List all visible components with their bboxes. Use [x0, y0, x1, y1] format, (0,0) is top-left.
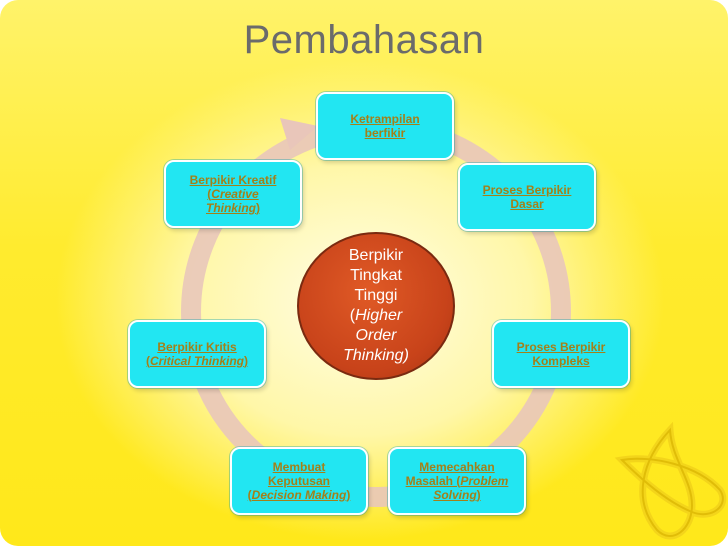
node-memecahkan-line3-close: ): [476, 488, 481, 502]
node-memecahkan-line2-italic: Problem: [460, 474, 509, 488]
node-memecahkan-line3-italic: Solving: [433, 488, 477, 502]
node-kreatif-line3: Thinking): [190, 201, 277, 215]
center-line4: (Higher: [343, 306, 409, 326]
ring-arrow-head: [280, 118, 318, 150]
node-kreatif-line1: Berpikir Kreatif: [189, 173, 277, 187]
node-memecahkan-masalah: Memecahkan Masalah (Problem Solving): [388, 447, 526, 515]
center-line1: Berpikir: [348, 247, 404, 264]
center-line6: Thinking): [343, 347, 409, 364]
node-kompleks-line1: Proses Berpikir: [516, 340, 606, 354]
node-dasar-line2: Dasar: [510, 197, 544, 211]
node-membuat-line1: Membuat: [272, 460, 326, 474]
node-kreatif-line2: (Creative: [190, 187, 277, 201]
center-circle-higher-order-thinking: Berpikir Tingkat Tinggi (Higher Order Th…: [297, 232, 455, 380]
node-membuat-line2: Keputusan: [267, 474, 330, 488]
node-kritis-line1: Berpikir Kritis: [157, 340, 237, 354]
node-membuat-line3: (Decision Making): [248, 488, 351, 502]
center-line2: Tingkat: [350, 267, 402, 284]
node-membuat-line3-close: ): [346, 488, 351, 502]
node-kompleks-line2: Kompleks: [532, 354, 590, 368]
node-kritis-line2-close: ): [244, 354, 248, 368]
node-ketrampilan-berfikir: Ketrampilan berfikir: [316, 92, 454, 160]
center-line4-italic: Higher: [355, 307, 403, 324]
center-line3: Tinggi: [354, 287, 398, 304]
node-proses-berpikir-kompleks: Proses Berpikir Kompleks: [492, 320, 630, 388]
node-proses-berpikir-dasar: Proses Berpikir Dasar: [458, 163, 596, 231]
node-dasar-line1: Proses Berpikir: [482, 183, 572, 197]
node-kritis-line2-open: (: [145, 354, 150, 368]
node-kreatif-line3-close: ): [255, 201, 260, 215]
node-ketrampilan-line1: Ketrampilan: [350, 112, 420, 126]
decorative-knot-icon: [614, 421, 727, 540]
node-kritis-line2-italic: Critical Thinking: [149, 354, 244, 368]
center-line5: Order: [355, 327, 397, 344]
node-kreatif-line2-open: (: [207, 187, 212, 201]
node-berpikir-kreatif: Berpikir Kreatif (Creative Thinking): [164, 160, 302, 228]
node-membuat-keputusan: Membuat Keputusan (Decision Making): [230, 447, 368, 515]
node-ketrampilan-line2: berfikir: [364, 126, 406, 140]
node-kreatif-line3-italic: Thinking: [205, 201, 256, 215]
node-membuat-line3-open: (: [247, 488, 252, 502]
node-memecahkan-line1: Memecahkan: [419, 460, 495, 474]
node-memecahkan-line3: Solving): [406, 488, 509, 502]
center-line4-open: (: [349, 307, 356, 324]
node-memecahkan-line2: Masalah (Problem: [406, 474, 509, 488]
node-berpikir-kritis: Berpikir Kritis (Critical Thinking): [128, 320, 266, 388]
slide-title: Pembahasan: [243, 18, 485, 62]
node-kreatif-line2-italic: Creative: [211, 187, 259, 201]
node-membuat-line3-italic: Decision Making: [251, 488, 347, 502]
node-memecahkan-line2-text: Masalah (: [405, 474, 461, 488]
node-kritis-line2: (Critical Thinking): [146, 354, 248, 368]
